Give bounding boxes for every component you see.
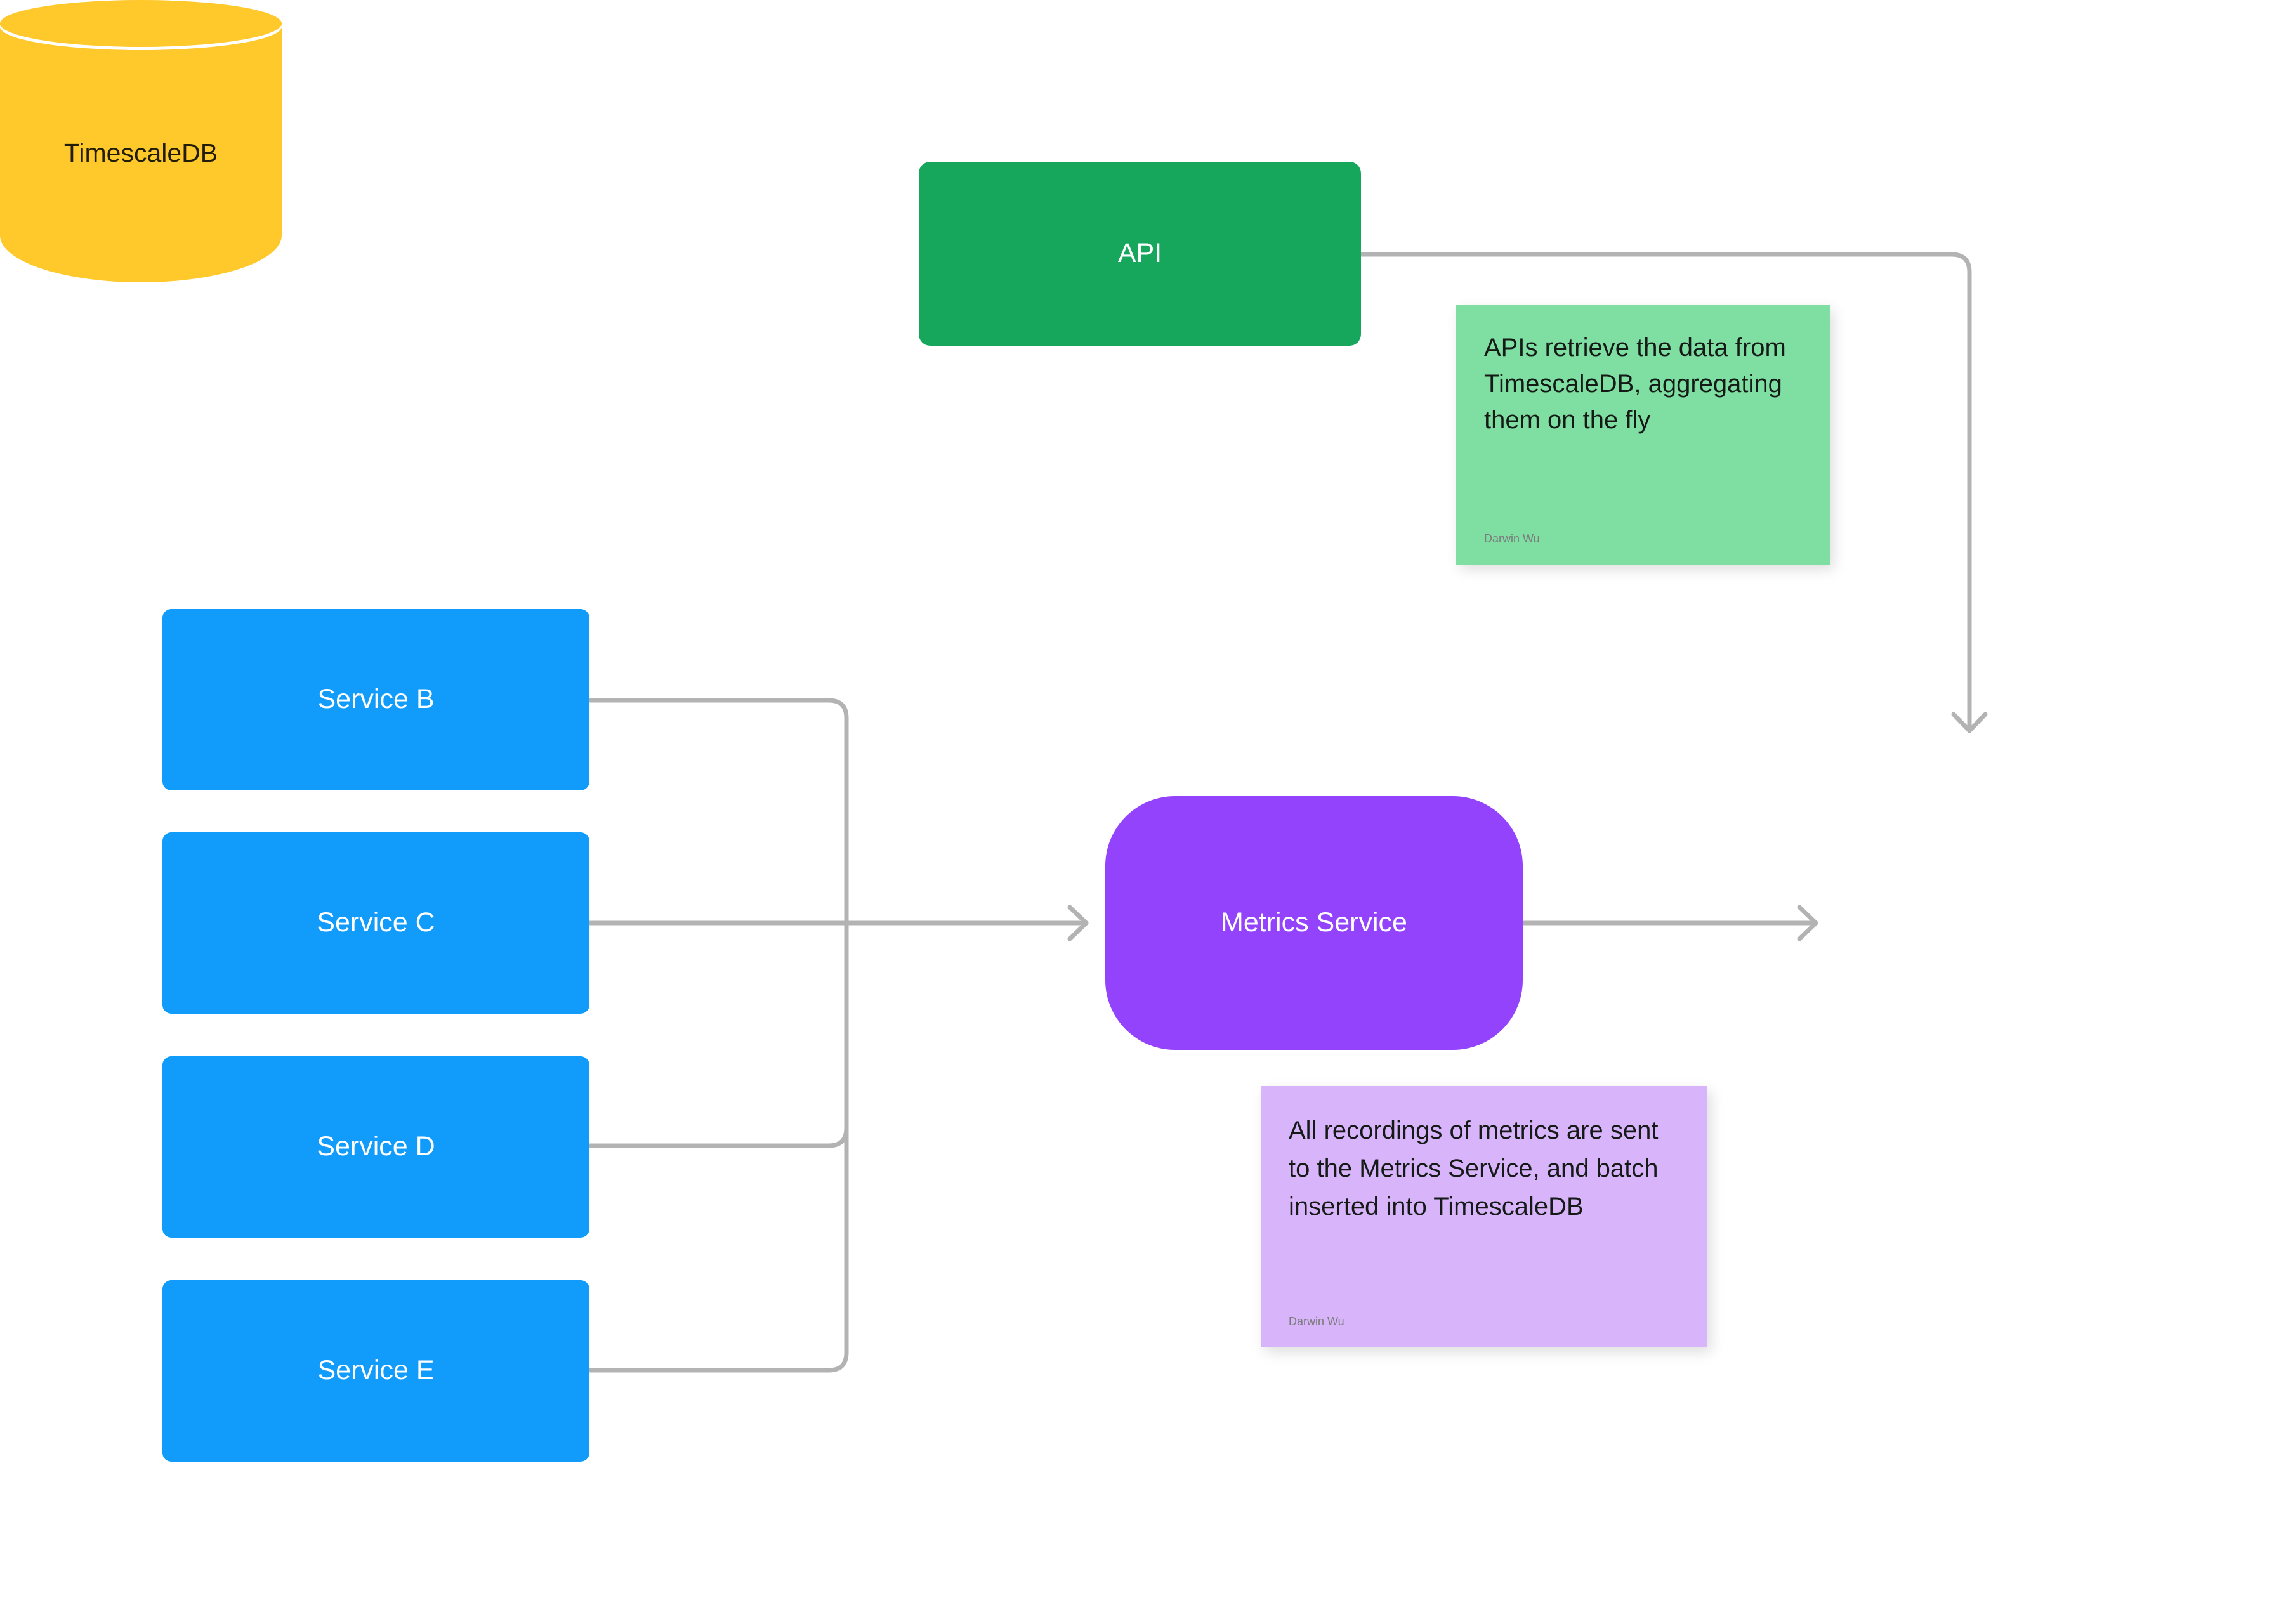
edge-service-e xyxy=(587,920,849,1373)
node-api[interactable]: API xyxy=(919,162,1361,346)
edge-service-d xyxy=(587,920,849,1148)
arrowhead-right-timescaledb xyxy=(1797,905,1818,941)
cylinder-top-ellipse xyxy=(0,0,282,47)
node-service-b[interactable]: Service B xyxy=(162,609,589,790)
node-service-c-label: Service C xyxy=(317,907,435,938)
node-metrics-service-label: Metrics Service xyxy=(1221,907,1407,938)
node-metrics-service[interactable]: Metrics Service xyxy=(1105,796,1523,1050)
sticky-note-metrics-text: All recordings of metrics are sent to th… xyxy=(1289,1116,1659,1221)
edge-service-b xyxy=(587,698,849,926)
node-service-b-label: Service B xyxy=(317,684,435,715)
sticky-note-metrics-author: Darwin Wu xyxy=(1289,1315,1344,1328)
node-service-c[interactable]: Service C xyxy=(162,832,589,1014)
sticky-note-api[interactable]: APIs retrieve the data from TimescaleDB,… xyxy=(1456,304,1830,565)
node-service-e[interactable]: Service E xyxy=(162,1280,589,1462)
node-timescaledb-label: TimescaleDB xyxy=(63,138,218,167)
sticky-note-api-author: Darwin Wu xyxy=(1484,532,1540,545)
cylinder-body xyxy=(0,23,282,282)
sticky-note-api-text: APIs retrieve the data from TimescaleDB,… xyxy=(1484,334,1786,434)
node-service-d-label: Service D xyxy=(317,1131,435,1162)
sticky-note-metrics[interactable]: All recordings of metrics are sent to th… xyxy=(1261,1086,1707,1347)
node-service-e-label: Service E xyxy=(317,1355,435,1386)
node-api-label: API xyxy=(1117,238,1162,269)
node-timescaledb[interactable]: TimescaleDB xyxy=(0,0,282,306)
arrowhead-down-timescaledb xyxy=(1951,712,1988,733)
arrowhead-right-metrics xyxy=(1067,905,1089,941)
node-service-d[interactable]: Service D xyxy=(162,1056,589,1238)
